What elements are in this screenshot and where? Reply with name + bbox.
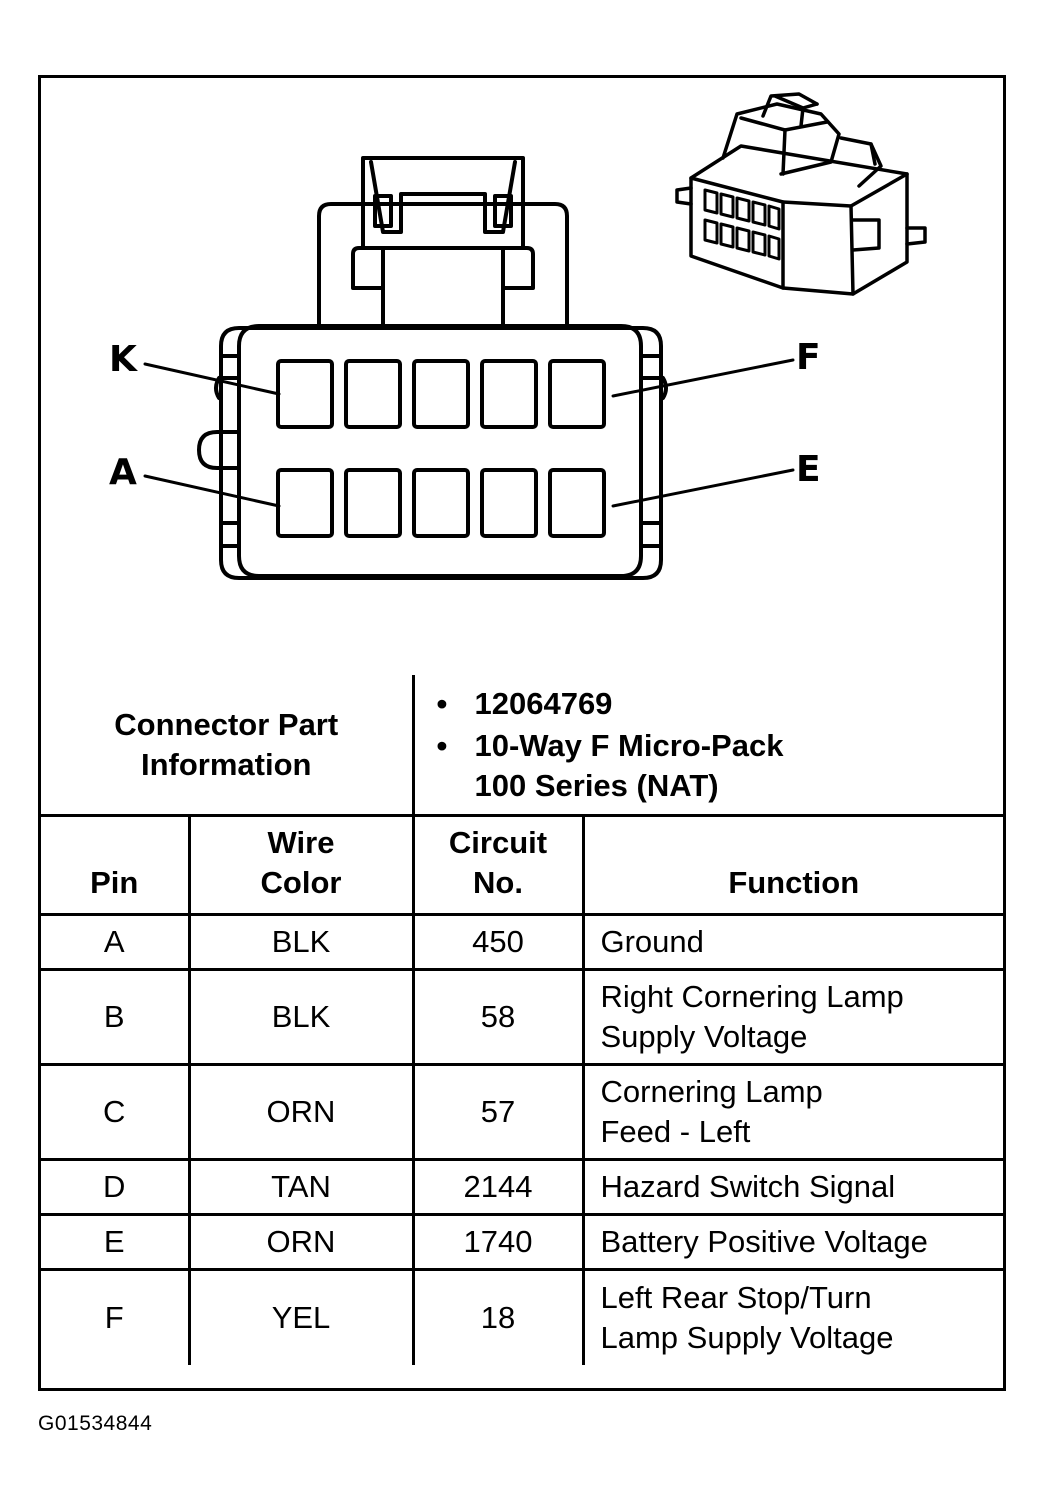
connector-pinout-table: Connector Part Information • 12064769 • … — [41, 675, 1003, 1365]
cavity-row-bottom — [276, 468, 606, 538]
cell-function-line2: Supply Voltage — [600, 1019, 808, 1054]
cell-function: Ground — [581, 913, 1003, 971]
connector-info-label: Connector Part Information — [41, 675, 415, 817]
cell-pin: F — [41, 1268, 191, 1365]
connector-isometric-view — [675, 92, 927, 296]
cell-circuit: 1740 — [411, 1213, 585, 1271]
table-row: D TAN 2144 Hazard Switch Signal — [41, 1158, 1003, 1216]
pin-leader-lines — [143, 358, 795, 508]
cell-wire-color: ORN — [187, 1063, 415, 1161]
cell-circuit: 450 — [411, 913, 585, 971]
cell-pin: B — [41, 968, 191, 1066]
figure-id: G01534844 — [38, 1412, 153, 1435]
table-row: F YEL 18 Left Rear Stop/Turn Lamp Supply… — [41, 1268, 1003, 1365]
header-circuit-line1: Circuit — [448, 825, 548, 860]
pin-label-k: K — [109, 339, 138, 380]
cell-circuit: 58 — [411, 968, 585, 1066]
header-function: Function — [581, 814, 1003, 916]
cell-function: Battery Positive Voltage — [581, 1213, 1003, 1271]
table-row: E ORN 1740 Battery Positive Voltage — [41, 1213, 1003, 1271]
connector-info-row: Connector Part Information • 12064769 • … — [41, 675, 1004, 817]
table-row: C ORN 57 Cornering Lamp Feed - Left — [41, 1063, 1003, 1161]
cavity-row-top — [276, 359, 606, 429]
connector-info-label-line1: Connector Part — [114, 706, 339, 742]
part-description-line1: 10-Way F Micro-Pack — [474, 727, 784, 763]
connector-figure: K A F E — [38, 75, 1006, 1391]
cell-pin: C — [41, 1063, 191, 1161]
connector-latch — [317, 156, 569, 328]
cell-function-line1: Right Cornering Lamp — [600, 979, 904, 1014]
cell-function-line2: Lamp Supply Voltage — [600, 1319, 894, 1355]
header-circuit: Circuit No. — [411, 814, 585, 916]
part-number-item: • 12064769 — [437, 684, 1004, 724]
cell-function: Cornering Lamp Feed - Left — [581, 1063, 1003, 1161]
cell-function: Left Rear Stop/Turn Lamp Supply Voltage — [581, 1268, 1003, 1365]
cell-circuit: 2144 — [411, 1158, 585, 1216]
connector-info-details: • 12064769 • 10-Way F Micro-Pack 100 Ser… — [411, 675, 1004, 817]
bullet: • — [436, 685, 448, 721]
table-header-row: Pin Wire Color Circuit No. Function — [41, 814, 1003, 916]
header-pin: Pin — [41, 814, 191, 916]
header-wire-color: Wire Color — [187, 814, 415, 916]
cell-function-line1: Cornering Lamp — [600, 1074, 823, 1109]
cell-wire-color: BLK — [187, 913, 415, 971]
pin-label-a: A — [109, 452, 137, 493]
table-row: B BLK 58 Right Cornering Lamp Supply Vol… — [41, 968, 1003, 1066]
header-wire-color-line1: Wire — [267, 825, 335, 860]
bullet: • — [436, 727, 448, 763]
part-description-line2: 100 Series (NAT) — [474, 767, 719, 803]
cell-function-line2: Feed - Left — [600, 1114, 751, 1149]
connector-face-diagram: K A F E — [109, 92, 927, 580]
cell-wire-color: BLK — [187, 968, 415, 1066]
cell-wire-color: YEL — [187, 1268, 415, 1365]
cell-function-line1: Battery Positive Voltage — [600, 1224, 928, 1259]
cell-circuit: 57 — [411, 1063, 585, 1161]
cell-pin: D — [41, 1158, 191, 1216]
cell-function: Hazard Switch Signal — [581, 1158, 1003, 1216]
cell-wire-color: ORN — [187, 1213, 415, 1271]
cell-wire-color: TAN — [187, 1158, 415, 1216]
part-number: 12064769 — [474, 685, 613, 721]
header-wire-color-line2: Color — [260, 865, 342, 900]
cell-pin: E — [41, 1213, 191, 1271]
pin-label-f: F — [796, 337, 821, 378]
cell-function: Right Cornering Lamp Supply Voltage — [581, 968, 1003, 1066]
table-row: A BLK 450 Ground — [41, 913, 1003, 971]
cell-circuit: 18 — [411, 1268, 585, 1365]
cell-function-line1: Hazard Switch Signal — [600, 1169, 896, 1204]
connector-info-label-line2: Information — [141, 746, 312, 782]
connector-body — [197, 324, 668, 580]
cell-function-line1: Ground — [600, 924, 704, 959]
cell-function-line1: Left Rear Stop/Turn — [600, 1279, 872, 1315]
part-description-item: • 10-Way F Micro-Pack 100 Series (NAT) — [437, 726, 1004, 806]
header-circuit-line2: No. — [473, 865, 523, 900]
cell-pin: A — [41, 913, 191, 971]
pin-label-e: E — [796, 449, 821, 490]
header-function-text: Function — [728, 865, 860, 900]
header-pin-text: Pin — [90, 865, 139, 900]
